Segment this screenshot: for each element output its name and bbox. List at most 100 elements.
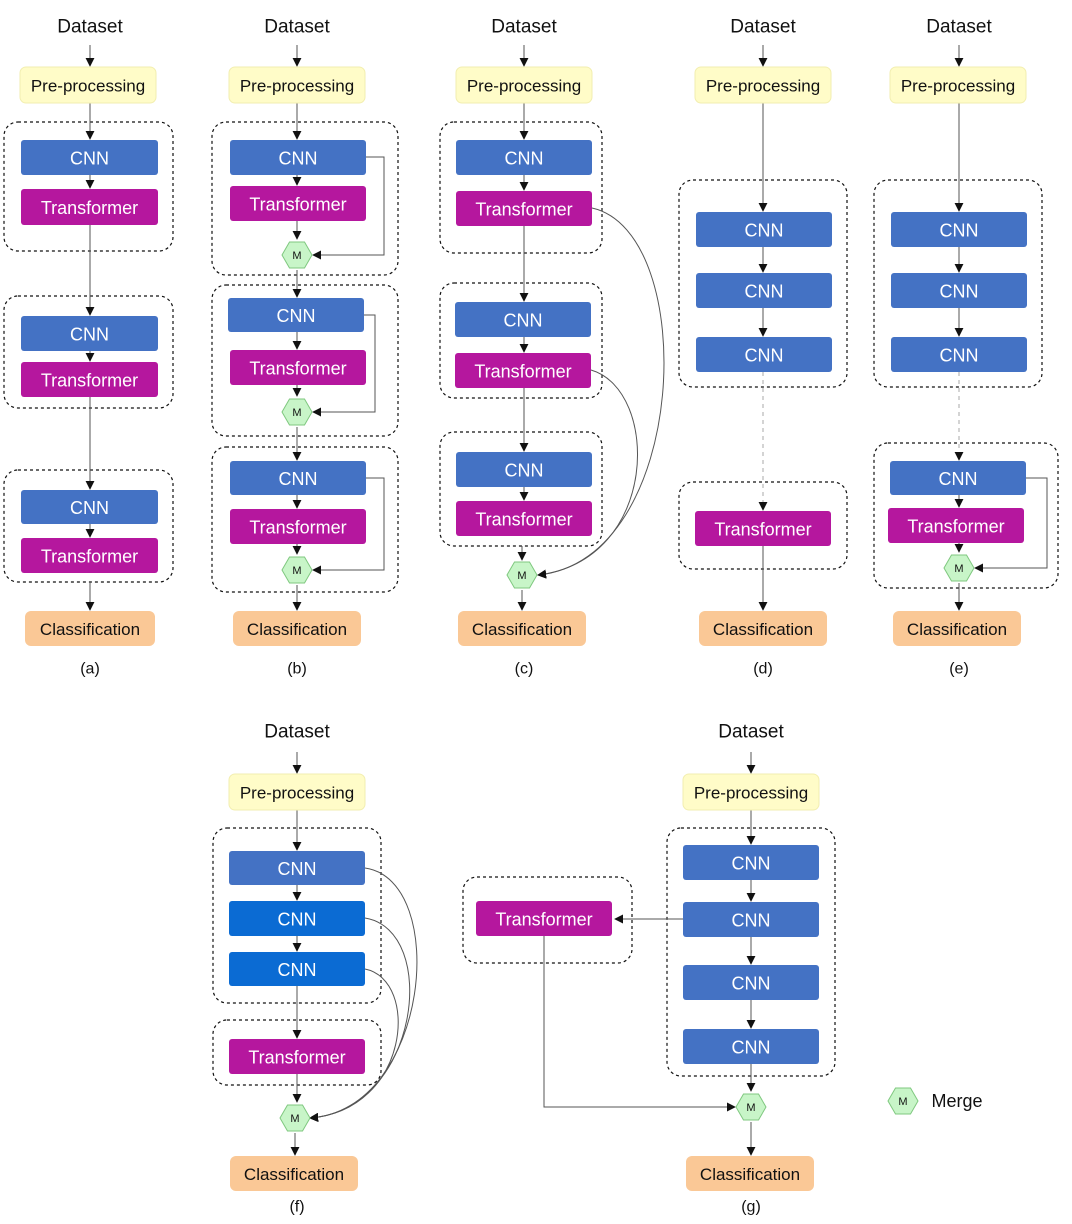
f-cnn-2-box — [229, 901, 365, 936]
b-cnn-2-box — [228, 298, 364, 332]
e-cnn-1-label: CNN — [940, 221, 979, 241]
e-cnn-4-box — [890, 461, 1026, 495]
g-cnn-2-label: CNN — [732, 911, 771, 931]
g-cnn-1-box — [683, 845, 819, 880]
f-caption: (f) — [289, 1199, 304, 1216]
g-classification-label: Classification — [700, 1165, 800, 1184]
f-cnn-1-label: CNN — [278, 859, 317, 879]
b-cnn-1-box — [230, 140, 366, 175]
b-preprocessing-box — [228, 66, 366, 104]
c-preprocessing-box — [455, 66, 593, 104]
a-group-3 — [3, 469, 174, 583]
d-cnn-3-label: CNN — [745, 346, 784, 366]
e-cnn-2-box — [891, 273, 1027, 308]
d-cnn-2-box — [696, 273, 832, 308]
g-transformer-to-merge — [543, 936, 736, 1112]
b-3-merge-label: M — [292, 565, 301, 577]
b-group-3 — [211, 446, 399, 593]
b-cnn-2-label: CNN — [277, 306, 316, 326]
a-transformer-2-label: Transformer — [41, 371, 138, 391]
g-cnn-4-box — [683, 1029, 819, 1064]
a-group-2 — [3, 295, 174, 409]
f-merge-label: M — [290, 1113, 299, 1125]
e-classification-box — [893, 611, 1021, 646]
c-group-2 — [439, 282, 603, 399]
b-group-1 — [211, 121, 399, 276]
b-3-merge-hexagon — [281, 556, 313, 584]
e-cnn-4-label: CNN — [939, 469, 978, 489]
g-cnn-2-box — [683, 902, 819, 937]
d-preprocessing-box — [694, 66, 832, 104]
a-cnn-3-label: CNN — [70, 498, 109, 518]
g-cnn-3-label: CNN — [732, 974, 771, 994]
g-dataset-label: Dataset — [718, 722, 784, 743]
b-classification-label: Classification — [247, 620, 347, 639]
b-preprocessing-label: Pre-processing — [240, 77, 354, 96]
c-merge-hexagon — [506, 561, 538, 589]
e-dataset-label: Dataset — [926, 17, 992, 38]
g-caption: (g) — [741, 1199, 761, 1216]
c-classification-label: Classification — [472, 620, 572, 639]
d-classification-label: Classification — [713, 620, 813, 639]
f-classification-label: Classification — [244, 1165, 344, 1184]
d-cnn-1-box — [696, 212, 832, 247]
c-preprocessing-label: Pre-processing — [467, 77, 581, 96]
a-classification-label: Classification — [40, 620, 140, 639]
f-transformer-box — [229, 1039, 365, 1074]
a-cnn-1-label: CNN — [70, 149, 109, 169]
g-merge-label: M — [746, 1102, 755, 1114]
b-group-2 — [211, 284, 399, 437]
c-skip-2 — [537, 369, 638, 579]
a-group-1 — [3, 121, 174, 252]
b-2-merge-hexagon — [281, 398, 313, 426]
g-preprocessing-box — [682, 773, 820, 811]
f-dataset-label: Dataset — [264, 722, 330, 743]
b-transformer-1-box — [230, 186, 366, 221]
g-cnn-1-label: CNN — [732, 854, 771, 874]
a-cnn-1-box — [21, 140, 158, 175]
e-preprocessing-box — [889, 66, 1027, 104]
d-preprocessing-label: Pre-processing — [706, 77, 820, 96]
d-cnn-1-label: CNN — [745, 221, 784, 241]
e-cnn-3-label: CNN — [940, 346, 979, 366]
f-merge-hexagon — [279, 1104, 311, 1132]
g-cnn-4-label: CNN — [732, 1038, 771, 1058]
d-cnn-2-label: CNN — [745, 282, 784, 302]
b-transformer-3-label: Transformer — [249, 518, 346, 538]
g-cnn-3-box — [683, 965, 819, 1000]
legend-merge-label: M — [898, 1096, 907, 1108]
b-1-merge-label: M — [292, 250, 301, 262]
b-skip-1 — [312, 156, 385, 260]
f-group-1 — [212, 827, 382, 1004]
c-transformer-1-box — [456, 191, 592, 226]
a-transformer-3-box — [21, 538, 158, 573]
c-skip-1 — [537, 207, 665, 579]
c-group-1 — [439, 121, 603, 254]
a-preprocessing-label: Pre-processing — [31, 77, 145, 96]
c-classification-box — [458, 611, 586, 646]
d-caption: (d) — [753, 661, 773, 678]
b-skip-2 — [312, 314, 376, 417]
a-transformer-2-box — [21, 362, 158, 397]
c-cnn-1-label: CNN — [505, 149, 544, 169]
a-cnn-2-label: CNN — [70, 325, 109, 345]
e-cnn-1-box — [891, 212, 1027, 247]
g-merge-hexagon — [735, 1093, 767, 1121]
e-caption: (e) — [949, 661, 969, 678]
b-transformer-3-box — [230, 509, 366, 544]
f-skip-2 — [309, 917, 411, 1122]
f-cnn-3-box — [229, 952, 365, 986]
c-merge-label: M — [517, 570, 526, 582]
d-transformer-box — [695, 511, 831, 546]
b-dataset-label: Dataset — [264, 17, 330, 38]
d-transformer-label: Transformer — [714, 520, 811, 540]
b-cnn-1-label: CNN — [279, 149, 318, 169]
e-merge-hexagon — [943, 554, 975, 582]
f-transformer-label: Transformer — [248, 1048, 345, 1068]
e-merge-label: M — [954, 563, 963, 575]
f-cnn-1-box — [229, 851, 365, 885]
b-1-merge-hexagon — [281, 241, 313, 269]
b-caption: (b) — [287, 661, 307, 678]
